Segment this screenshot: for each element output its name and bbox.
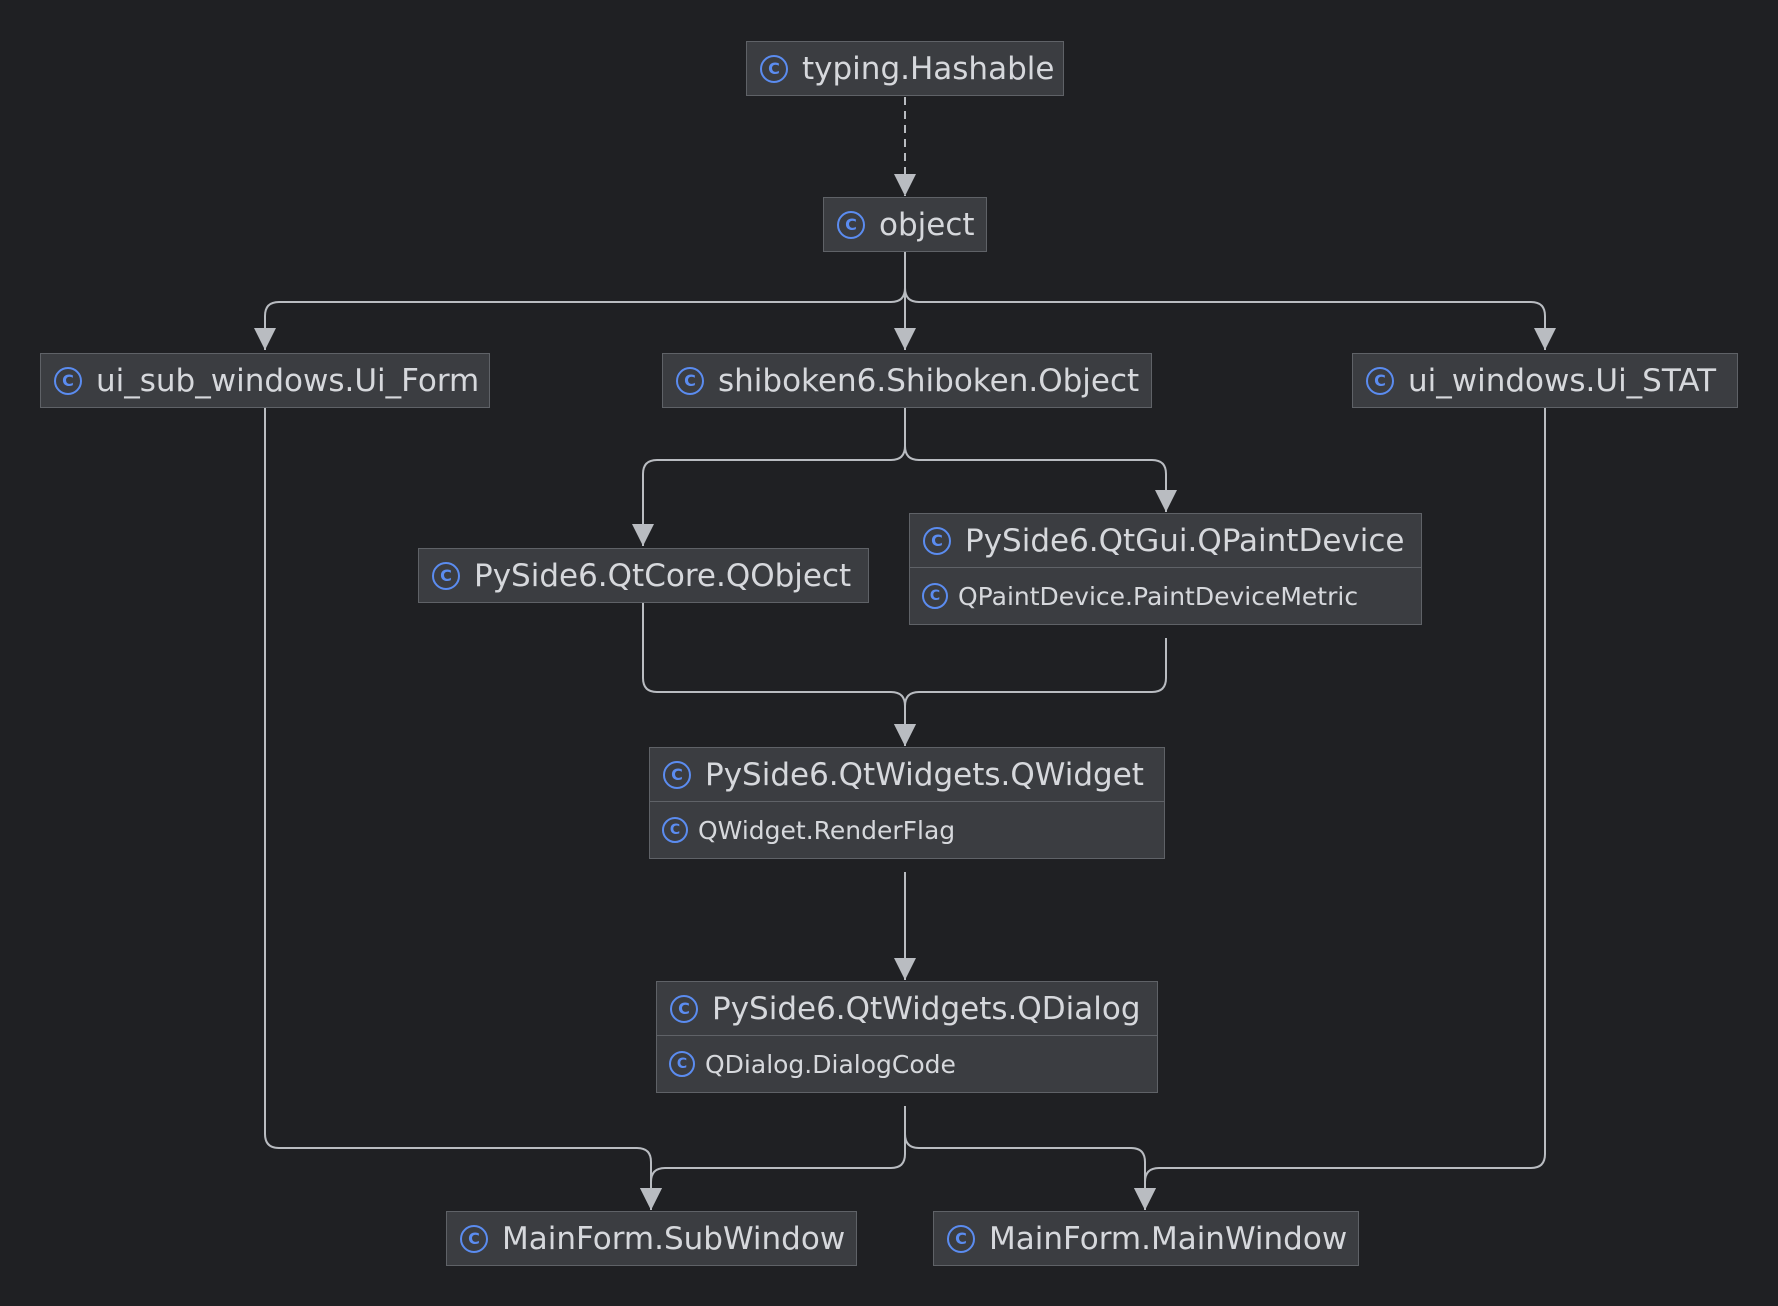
edge-shiboken-to-qobject	[632, 408, 906, 546]
edge-qdialog-to-mainwindow	[904, 1106, 1156, 1210]
inner-class-dialogcode[interactable]: C QDialog.DialogCode	[657, 1035, 1157, 1092]
class-label: PySide6.QtWidgets.QWidget	[705, 756, 1144, 793]
class-icon: C	[947, 1224, 975, 1253]
class-icon: C	[670, 994, 698, 1023]
inner-class-paintdevicemetric[interactable]: C QPaintDevice.PaintDeviceMetric	[910, 567, 1421, 624]
class-icon: C	[837, 210, 865, 239]
inner-class-renderflag[interactable]: C QWidget.RenderFlag	[650, 801, 1164, 858]
edge-ui-form-to-subwindow	[264, 408, 662, 1210]
class-node-mainform-subwindow[interactable]: C MainForm.SubWindow	[446, 1211, 857, 1266]
class-node-qobject[interactable]: C PySide6.QtCore.QObject	[418, 548, 869, 603]
class-icon: C	[760, 54, 788, 83]
edge-qpaintdevice-to-qwidget	[894, 638, 1167, 746]
class-label: PySide6.QtWidgets.QDialog	[712, 990, 1141, 1027]
class-label: ui_windows.Ui_STAT	[1408, 362, 1717, 399]
class-label: MainForm.MainWindow	[989, 1220, 1348, 1257]
class-label: typing.Hashable	[802, 50, 1055, 87]
member-label: QDialog.DialogCode	[705, 1049, 956, 1079]
member-label: QPaintDevice.PaintDeviceMetric	[958, 581, 1359, 611]
class-label: object	[879, 206, 975, 243]
class-label: shiboken6.Shiboken.Object	[718, 362, 1140, 399]
class-icon: C	[676, 366, 704, 395]
class-icon: C	[432, 561, 460, 590]
class-label: MainForm.SubWindow	[502, 1220, 846, 1257]
class-icon: C	[54, 366, 82, 395]
class-icon: C	[1366, 366, 1394, 395]
class-icon: C	[662, 817, 688, 843]
edge-qobject-to-qwidget	[642, 602, 916, 746]
class-icon: C	[663, 760, 691, 789]
class-label: PySide6.QtGui.QPaintDevice	[965, 522, 1405, 559]
edge-object-to-ui-stat	[904, 252, 1556, 350]
member-label: QWidget.RenderFlag	[698, 815, 956, 845]
class-label: PySide6.QtCore.QObject	[474, 557, 852, 594]
edge-ui-stat-to-mainwindow	[1134, 408, 1546, 1210]
class-icon: C	[669, 1051, 695, 1077]
class-icon: C	[922, 583, 948, 609]
edge-object-to-ui-form	[254, 252, 906, 350]
class-icon: C	[923, 526, 951, 555]
class-node-mainform-mainwindow[interactable]: C MainForm.MainWindow	[933, 1211, 1359, 1266]
edge-shiboken-to-qpaintdevice	[904, 408, 1177, 512]
edge-qdialog-to-subwindow	[640, 1106, 906, 1210]
class-label: ui_sub_windows.Ui_Form	[96, 362, 480, 399]
class-icon: C	[460, 1224, 488, 1253]
